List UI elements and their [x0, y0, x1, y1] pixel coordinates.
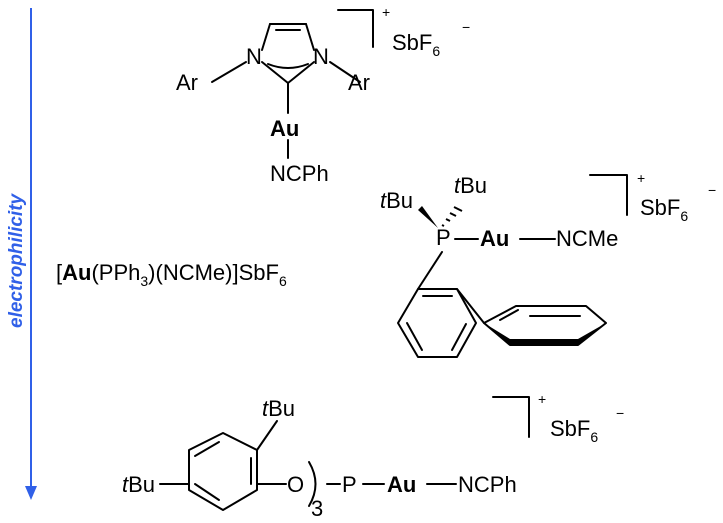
- counter-ion-3: SbF6: [640, 195, 688, 224]
- ncph-label-4: NCPh: [458, 472, 517, 497]
- counter-ion-charge-4: −: [616, 405, 624, 421]
- electrophilicity-arrow: [25, 8, 37, 500]
- au-label-4: Au: [387, 472, 416, 497]
- ar-right-label: Ar: [348, 70, 370, 95]
- ncph-label: NCPh: [270, 161, 329, 186]
- ncme-label: NCMe: [556, 226, 618, 251]
- counter-ion: SbF6: [392, 30, 440, 59]
- tbu-left-label-4: tBu: [122, 472, 155, 497]
- cation-charge-3: +: [637, 170, 645, 186]
- multiplicity-label: 3: [311, 496, 323, 521]
- compound-3: tBu tBu P Au NCMe +: [380, 170, 716, 358]
- n-right-label: N: [313, 44, 329, 69]
- cation-charge-4: +: [538, 391, 546, 407]
- oxygen-label: O: [287, 472, 304, 497]
- tbu-left-label: tBu: [380, 188, 413, 213]
- tbu-top-label: tBu: [262, 396, 295, 421]
- compound-2-formula: [Au(PPh3)(NCMe)]SbF6: [56, 260, 287, 289]
- phosphorus-label: P: [436, 225, 451, 250]
- au-label-3: Au: [480, 226, 509, 251]
- counter-ion-charge: −: [462, 19, 470, 35]
- electrophilicity-label: electrophilicity: [6, 192, 27, 328]
- counter-ion-charge-3: −: [708, 182, 716, 198]
- tbu-right-label: tBu: [454, 173, 487, 198]
- au-label: Au: [270, 116, 299, 141]
- n-left-label: N: [246, 44, 262, 69]
- counter-ion-4: SbF6: [550, 416, 598, 445]
- phosphorus-label-4: P: [342, 472, 357, 497]
- compound-2: [Au(PPh3)(NCMe)]SbF6: [56, 260, 287, 289]
- compound-4: tBu tBu O 3 P Au NCPh + SbF6 −: [122, 391, 624, 521]
- cation-charge: +: [382, 4, 390, 20]
- ar-left-label: Ar: [176, 70, 198, 95]
- compound-1: N N Ar Ar Au NCPh + SbF6 −: [176, 4, 470, 186]
